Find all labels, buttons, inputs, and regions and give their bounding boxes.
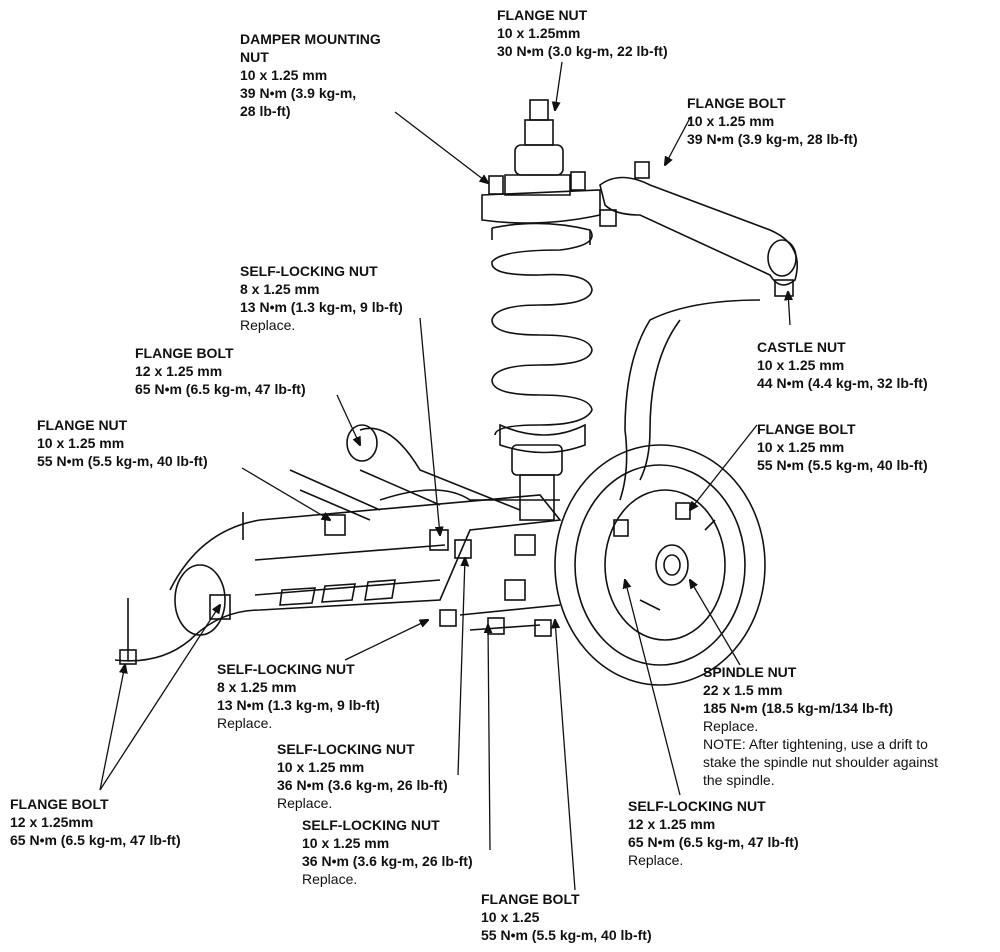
label-size: 12 x 1.25mm [10,814,94,830]
label-torque: 65 N•m (6.5 kg-m, 47 lb-ft) [10,832,181,848]
label-flange-bolt-upper-arm: FLANGE BOLT 10 x 1.25 mm 39 N•m (3.9 kg-… [687,94,858,148]
label-self-locking-nut-12: SELF-LOCKING NUT 12 x 1.25 mm 65 N•m (6.… [628,797,799,869]
label-torque: 39 N•m (3.9 kg-m, 28 lb-ft) [687,131,858,147]
upper-control-arm [599,161,799,297]
label-note: NOTE: After tightening, use a drift to [703,736,928,752]
label-size: 10 x 1.25 mm [240,67,328,83]
label-note: Replace. [277,795,333,811]
label-size: 10 x 1.25 mm [757,357,845,373]
brake-drum-hub [554,444,766,686]
label-title: CASTLE NUT [757,339,846,355]
label-title: SELF-LOCKING NUT [240,263,378,279]
label-title: FLANGE BOLT [687,95,786,111]
label-size: 8 x 1.25 mm [217,679,297,695]
label-title: NUT [240,49,269,65]
lateral-links [289,424,561,637]
label-size: 10 x 1.25 mm [687,113,775,129]
label-size: 10 x 1.25mm [497,25,581,41]
label-self-locking-nut-upper: SELF-LOCKING NUT 8 x 1.25 mm 13 N•m (1.3… [240,262,403,334]
label-size: 22 x 1.5 mm [703,682,783,698]
label-torque: 30 N•m (3.0 kg-m, 22 lb-ft) [497,43,668,59]
label-title: SPINDLE NUT [703,664,797,680]
label-title: SELF-LOCKING NUT [302,817,440,833]
label-title: DAMPER MOUNTING [240,31,381,47]
label-torque: 65 N•m (6.5 kg-m, 47 lb-ft) [628,834,799,850]
label-size: 10 x 1.25 mm [37,435,125,451]
label-title: SELF-LOCKING NUT [628,798,766,814]
label-torque: 55 N•m (5.5 kg-m, 40 lb-ft) [37,453,208,469]
label-title: FLANGE BOLT [10,796,109,812]
label-title: FLANGE NUT [497,7,588,23]
label-torque: 36 N•m (3.6 kg-m, 26 lb-ft) [302,853,473,869]
label-torque: 55 N•m (5.5 kg-m, 40 lb-ft) [757,457,928,473]
label-flange-bolt-hub: FLANGE BOLT 10 x 1.25 mm 55 N•m (5.5 kg-… [757,420,928,474]
label-torque: 39 N•m (3.9 kg-m, [240,85,357,101]
label-self-locking-nut-10a: SELF-LOCKING NUT 10 x 1.25 mm 36 N•m (3.… [277,740,448,812]
label-note: Replace. [302,871,358,887]
label-note: stake the spindle nut shoulder against [703,754,939,770]
label-size: 12 x 1.25 mm [628,816,716,832]
label-title: FLANGE BOLT [481,891,580,907]
label-self-locking-nut-lower: SELF-LOCKING NUT 8 x 1.25 mm 13 N•m (1.3… [217,660,380,732]
label-torque: 36 N•m (3.6 kg-m, 26 lb-ft) [277,777,448,793]
label-torque: 65 N•m (6.5 kg-m, 47 lb-ft) [135,381,306,397]
label-note: Replace. [628,852,684,868]
label-size: 10 x 1.25 mm [277,759,365,775]
label-title: SELF-LOCKING NUT [217,661,355,677]
knuckle [619,299,761,501]
label-title: FLANGE BOLT [135,345,234,361]
damper-top-mount [481,99,601,224]
label-title: FLANGE BOLT [757,421,856,437]
label-size: 8 x 1.25 mm [240,281,320,297]
label-size: 10 x 1.25 mm [302,835,390,851]
label-note: the spindle. [703,772,775,788]
label-note: Replace. [703,718,759,734]
label-flange-bolt-lower-left: FLANGE BOLT 12 x 1.25mm 65 N•m (6.5 kg-m… [10,795,181,849]
label-torque: 13 N•m (1.3 kg-m, 9 lb-ft) [240,299,403,315]
damper-body [499,423,586,521]
label-damper-mounting-nut: DAMPER MOUNTING NUT 10 x 1.25 mm 39 N•m … [240,30,381,120]
label-size: 10 x 1.25 [481,909,540,925]
label-note: Replace. [240,317,296,333]
label-size: 12 x 1.25 mm [135,363,223,379]
label-torque: 185 N•m (18.5 kg-m/134 lb-ft) [703,700,894,716]
label-torque: 13 N•m (1.3 kg-m, 9 lb-ft) [217,697,380,713]
label-note: Replace. [217,715,273,731]
label-flange-bolt-bottom: FLANGE BOLT 10 x 1.25 55 N•m (5.5 kg-m, … [481,890,652,944]
label-flange-nut-top: FLANGE NUT 10 x 1.25mm 30 N•m (3.0 kg-m,… [497,6,668,60]
label-size: 10 x 1.25 mm [757,439,845,455]
label-flange-bolt-12: FLANGE BOLT 12 x 1.25 mm 65 N•m (6.5 kg-… [135,344,306,398]
label-title: FLANGE NUT [37,417,128,433]
label-title: SELF-LOCKING NUT [277,741,415,757]
label-torque: 28 lb-ft) [240,103,291,119]
coil-spring [491,222,593,436]
label-castle-nut: CASTLE NUT 10 x 1.25 mm 44 N•m (4.4 kg-m… [757,338,928,392]
label-flange-nut-left: FLANGE NUT 10 x 1.25 mm 55 N•m (5.5 kg-m… [37,416,208,470]
label-torque: 55 N•m (5.5 kg-m, 40 lb-ft) [481,927,652,943]
label-self-locking-nut-10b: SELF-LOCKING NUT 10 x 1.25 mm 36 N•m (3.… [302,816,473,888]
trailing-arm [114,494,562,665]
leader-lines [99,61,790,891]
label-spindle-nut: SPINDLE NUT 22 x 1.5 mm 185 N•m (18.5 kg… [703,663,938,789]
label-torque: 44 N•m (4.4 kg-m, 32 lb-ft) [757,375,928,391]
